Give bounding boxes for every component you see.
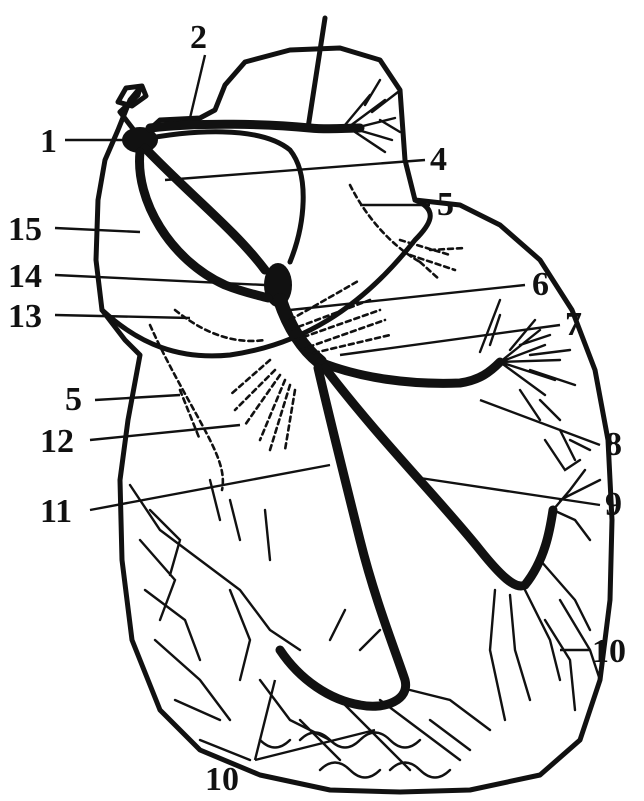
label-15: 15 (8, 211, 42, 248)
label-12: 12 (40, 423, 74, 460)
label-8: 8 (605, 426, 622, 463)
leader-5b (95, 395, 180, 400)
right-atrial-dashed-fibers (150, 325, 223, 490)
aortic-vessel (308, 18, 325, 128)
purkinje-fibers-apex (130, 480, 490, 770)
leader-6 (290, 285, 525, 310)
leader-2 (190, 55, 205, 118)
label-2: 2 (190, 19, 207, 56)
leader-14 (55, 275, 265, 285)
label-9: 9 (605, 486, 622, 523)
label-7: 7 (565, 306, 582, 343)
leader-9 (420, 478, 600, 505)
septum-loop (140, 132, 303, 262)
left-atrial-fibers (345, 80, 400, 152)
leader-8 (480, 400, 600, 445)
label-13: 13 (8, 298, 42, 335)
leader-12 (90, 425, 240, 440)
leader-11 (90, 465, 330, 510)
label-10-bottom: 10 (205, 761, 239, 798)
purkinje-network-lower (260, 733, 450, 778)
label-1: 1 (40, 123, 57, 160)
left-bundle-branch (320, 362, 500, 383)
label-4: 4 (430, 141, 447, 178)
right-bundle-branch (280, 368, 406, 706)
posterior-internodal-tract (175, 310, 265, 341)
purkinje-fibers-upper-left (480, 300, 575, 420)
label-5-left: 5 (65, 381, 82, 418)
leader-13 (55, 315, 190, 318)
label-14: 14 (8, 258, 42, 295)
label-10-right: 10 (592, 633, 626, 670)
anterior-internodal-tract (145, 148, 265, 270)
label-5-top: 5 (437, 186, 454, 223)
label-6: 6 (532, 266, 549, 303)
label-11: 11 (40, 493, 72, 530)
interatrial-bundle (150, 124, 360, 129)
